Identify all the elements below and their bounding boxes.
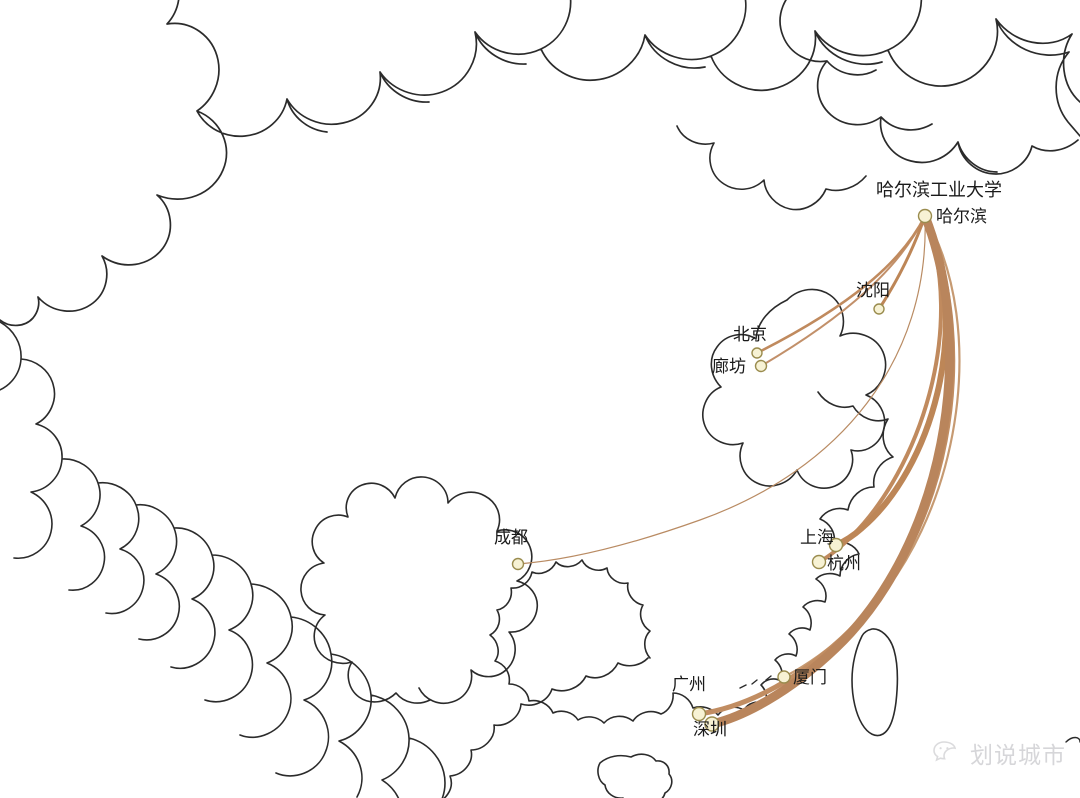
city-node[interactable]: [511, 557, 525, 571]
city-node[interactable]: [811, 554, 827, 570]
outline-south-border: [443, 657, 649, 798]
city-label: 厦门: [793, 668, 827, 688]
city-node[interactable]: [751, 347, 763, 359]
outline-west-border: [0, 321, 446, 798]
flow-harbin-shenyang: [877, 214, 927, 311]
city-node[interactable]: [828, 537, 844, 553]
china-outline: [0, 0, 1080, 327]
wechat-icon: [933, 740, 963, 766]
city-label: 廊坊: [712, 357, 746, 377]
city-label: 哈尔滨: [936, 207, 987, 227]
flow-lines-group: [517, 211, 961, 729]
outline-southwest: [300, 476, 539, 704]
city-label: 上海: [800, 528, 834, 548]
taiwan-island-outline: [851, 628, 899, 737]
outline-east-coast: [676, 125, 867, 211]
city-node[interactable]: [754, 359, 768, 373]
city-label: 杭州: [827, 554, 861, 574]
city-label: 成都: [494, 528, 528, 548]
watermark: 划说城市: [933, 736, 1066, 770]
institution-label: 哈尔滨工业大学: [876, 180, 1002, 201]
city-label: 沈阳: [856, 281, 890, 301]
city-node[interactable]: [917, 208, 933, 224]
city-node[interactable]: [873, 303, 885, 315]
city-node[interactable]: [691, 706, 707, 722]
city-label: 深圳: [693, 720, 727, 740]
city-node[interactable]: [777, 670, 791, 684]
flow-harbin-beijing: [755, 214, 927, 355]
city-node[interactable]: [704, 716, 720, 732]
china-outline-east-and-south: [779, 0, 1079, 175]
city-nodes-group: [511, 208, 933, 732]
outline-bohai-liaoning: [702, 288, 887, 489]
coastal-islets: [739, 675, 1080, 743]
watermark-text: 划说城市: [970, 743, 1066, 769]
hainan-island-outline: [597, 753, 673, 798]
flow-harbin-chengdu: [517, 215, 926, 565]
city-label: 北京: [733, 325, 767, 345]
city-label: 广州: [672, 675, 706, 695]
flow-harbin-shenzhen: [707, 211, 955, 729]
